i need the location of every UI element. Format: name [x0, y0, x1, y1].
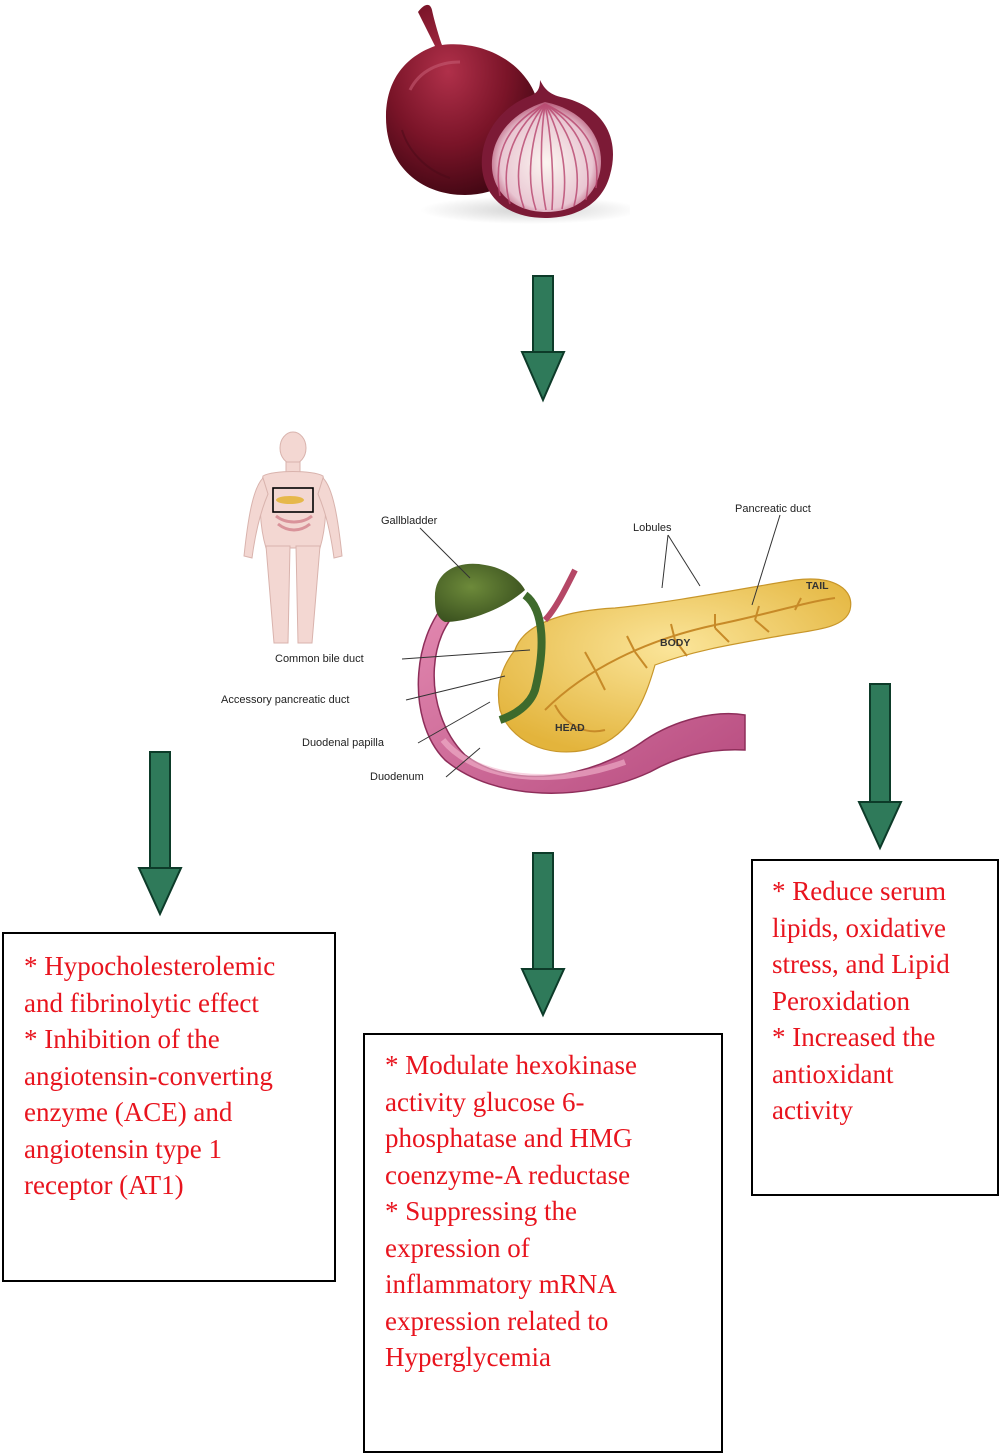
box-line: enzyme (ACE) and	[24, 1097, 233, 1127]
label-lobules: Lobules	[633, 522, 672, 534]
box-line: * Reduce serum	[772, 876, 946, 906]
box-line: activity	[772, 1095, 853, 1125]
arrow-down-icon	[520, 852, 566, 1018]
box-line: phosphatase and HMG	[385, 1123, 633, 1153]
pancreas-icon	[417, 563, 852, 794]
label-body: BODY	[660, 637, 691, 649]
box-line: * Increased the	[772, 1022, 936, 1052]
box-line: expression of	[385, 1232, 530, 1263]
label-duodenal-papilla: Duodenal papilla	[302, 737, 384, 749]
label-duodenum: Duodenum	[370, 771, 424, 783]
label-pancreatic-duct: Pancreatic duct	[735, 503, 811, 515]
box-line: * Modulate hexokinase	[385, 1050, 637, 1080]
effect-box-right: * Reduce serum lipids, oxidative stress,…	[751, 859, 999, 1196]
box-line: angiotensin-converting	[24, 1060, 273, 1091]
box-line: activity glucose 6-	[385, 1086, 585, 1117]
box-line: Hyperglycemia	[385, 1342, 551, 1372]
box-line: and fibrinolytic effect	[24, 987, 259, 1018]
onion-icon	[385, 4, 630, 224]
leader-lines	[401, 514, 781, 778]
box-line: * Hypocholesterolemic	[24, 951, 276, 981]
box-line: Peroxidation	[772, 985, 910, 1016]
box-line: lipids, oxidative	[772, 912, 946, 943]
box-line: stress, and Lipid	[772, 949, 950, 979]
box-line: antioxidant	[772, 1058, 894, 1089]
effect-box-middle: * Modulate hexokinase activity glucose 6…	[363, 1033, 723, 1453]
arrow-down-icon	[857, 683, 903, 851]
label-head: HEAD	[555, 722, 585, 734]
arrow-down-icon	[137, 751, 183, 917]
box-line: coenzyme-A reductase	[385, 1159, 631, 1190]
box-line: expression related to	[385, 1305, 609, 1336]
box-line: angiotensin type 1	[24, 1133, 222, 1164]
label-gallbladder: Gallbladder	[381, 515, 438, 527]
label-tail: TAIL	[806, 580, 829, 592]
label-accessory-pancreatic-duct: Accessory pancreatic duct	[221, 694, 350, 706]
effect-box-left: * Hypocholesterolemic and fibrinolytic e…	[2, 932, 336, 1282]
human-body-icon	[243, 431, 343, 644]
box-line: * Suppressing the	[385, 1196, 577, 1226]
box-line: inflammatory mRNA	[385, 1269, 617, 1299]
box-line: * Inhibition of the	[24, 1024, 220, 1054]
label-common-bile-duct: Common bile duct	[275, 653, 364, 665]
box-line: receptor (AT1)	[24, 1170, 184, 1200]
arrow-down-icon	[520, 275, 566, 403]
